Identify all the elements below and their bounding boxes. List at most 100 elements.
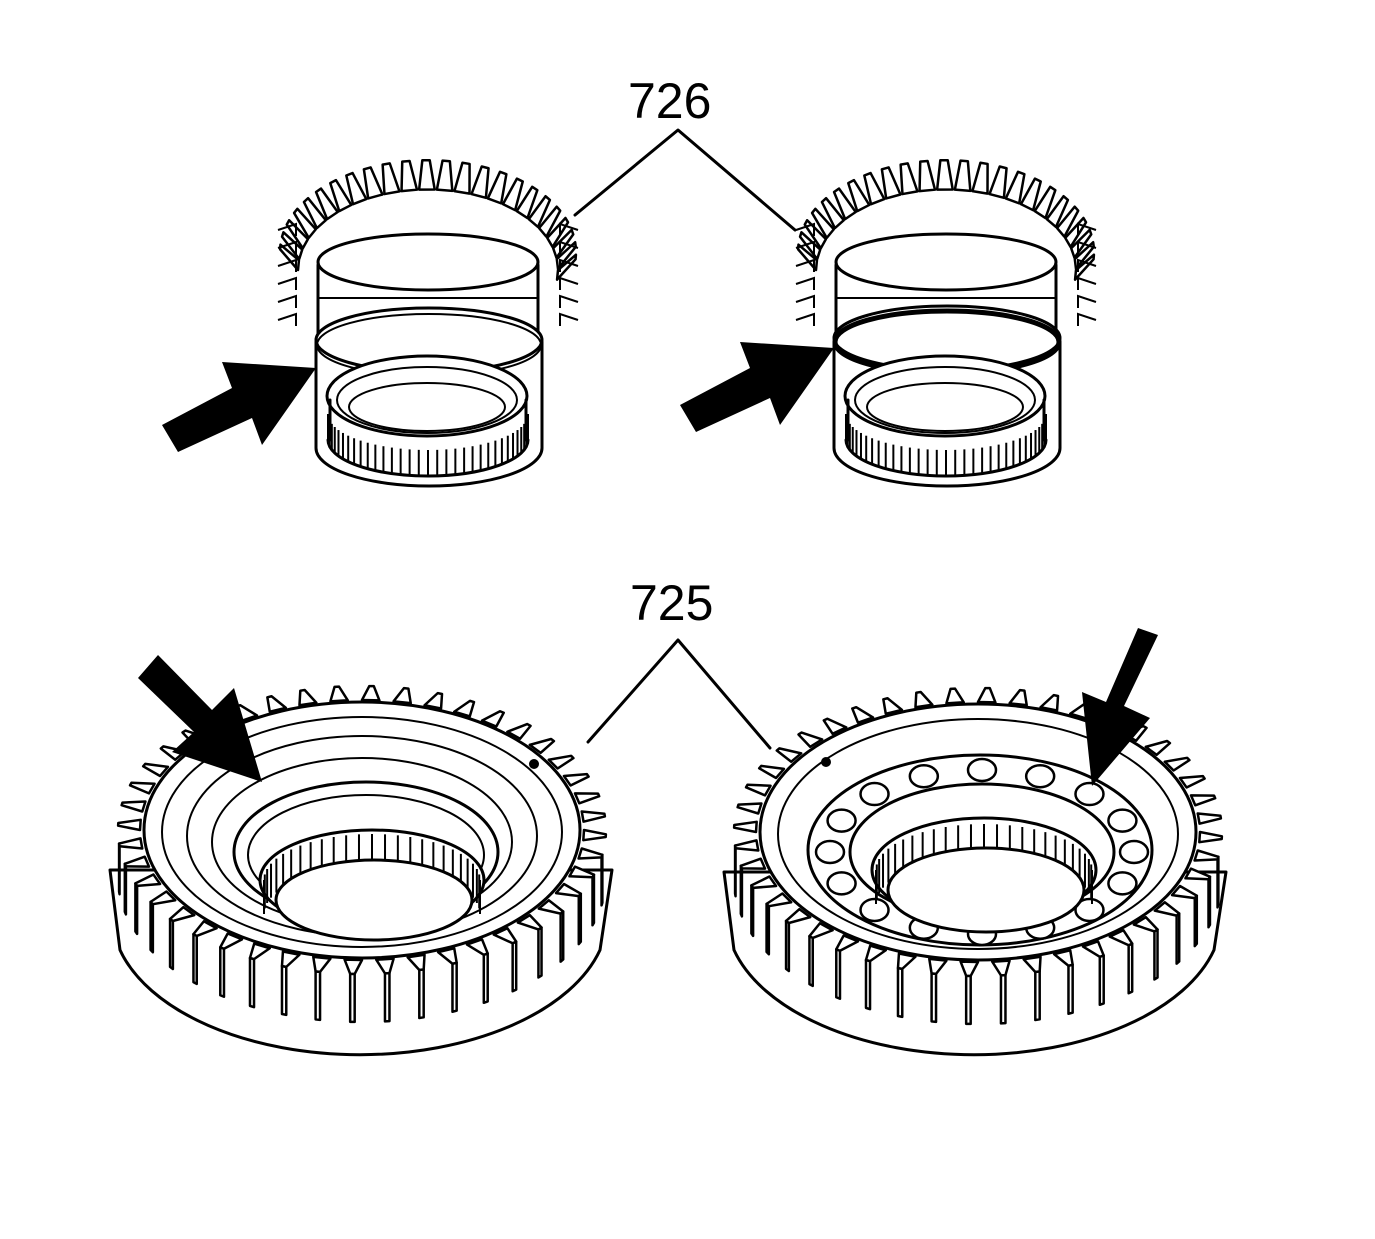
gear-tooth [117,837,144,850]
gear-tooth [1067,963,1074,1015]
gear-tooth [492,926,518,945]
gear-tooth [1198,830,1224,844]
gear-tooth [1081,940,1105,959]
gear-tooth [515,185,539,220]
gear-tooth [168,917,175,971]
gear-tooth [192,932,199,986]
gear-tooth [547,754,575,770]
gear-tooth [795,222,815,236]
gear-tooth [1170,884,1199,900]
gear-tooth [266,695,288,713]
gear-tooth [1073,253,1096,281]
gear-tooth [1045,195,1070,229]
gear-tooth [527,195,552,229]
gear-tooth [1193,849,1220,862]
gear-tooth [1178,774,1206,789]
gear-tooth [808,934,815,988]
bearing-ball [1074,781,1105,807]
gear-tooth [278,243,301,272]
gear-tooth [360,684,381,702]
bearing-ball [1118,839,1150,865]
gear-tooth [864,944,888,963]
bearing-ball [826,808,857,833]
gear-tooth [999,973,1007,1025]
gear-tooth [465,938,489,957]
gear-tooth [277,312,297,326]
bearing-ball [908,763,940,789]
gear-tooth [964,974,972,1026]
gear-tooth [277,294,297,308]
leader-725 [586,638,772,750]
gear-tooth [559,312,579,326]
gear-tooth [418,968,425,1020]
gear-tooth [765,902,771,956]
gear-tooth [375,957,395,975]
gear-tooth [784,907,812,925]
gear-tooth [991,959,1011,977]
gear-tooth [959,960,980,978]
gear-tooth [1207,875,1212,929]
bearing-ball [859,897,890,923]
gear-tooth [480,709,505,728]
gear-tooth [123,862,128,916]
bearing-ball [1107,871,1138,896]
gear-tooth [501,177,524,212]
arrow-icon [1082,628,1158,786]
gear-tooth [1175,912,1181,965]
gear-tooth [1144,739,1172,757]
gear-tooth [343,958,364,976]
gear-tooth [511,940,518,993]
arrow-icon [138,655,262,782]
gear-tooth [302,196,328,230]
gear-tooth [292,207,318,240]
gear-tooth [1039,693,1060,712]
callout-725: 725 [630,575,713,631]
gear-tooth [1216,855,1220,909]
gear-tooth [1098,954,1105,1007]
helical-gear-left [277,158,579,488]
gear-tooth [797,731,824,749]
gear-tooth [1127,942,1134,995]
gear-tooth [733,839,760,852]
bearing-ball [1074,897,1105,923]
leader-726 [573,128,797,232]
gear-tooth [1052,949,1074,967]
gear-tooth [285,219,310,250]
gear-tooth [470,165,490,200]
gear-tooth [451,961,458,1013]
gear-tooth [882,697,904,715]
gear-tooth [851,705,875,724]
gear-tooth [506,722,532,740]
gear-tooth [736,802,763,815]
gear-tooth [116,818,142,832]
gear-tooth [808,922,834,940]
gear-tooth [452,699,476,718]
gear-tooth [863,171,886,206]
gear-tooth [329,178,353,213]
gear-tooth [835,947,842,1001]
gear-tooth [573,792,601,805]
gear-tooth [896,966,904,1019]
gear-tooth [765,892,793,908]
gear-tooth [847,178,871,213]
gear-tooth [1034,970,1041,1022]
gear-tooth [423,691,444,710]
gear-tooth [314,187,339,221]
gear-tooth [277,240,297,254]
gear-tooth [120,800,147,813]
gear-tooth [930,972,938,1024]
gear-tooth [486,170,508,205]
gear-tooth [935,158,954,191]
gear-tooth [406,953,426,972]
gear-tooth [795,294,815,308]
gear-tooth [559,258,579,272]
bearing-ball [826,871,857,896]
spur-gear-left [108,684,614,1057]
gear-tooth [482,952,489,1005]
gear-tooth [248,942,272,961]
gear-tooth [277,276,297,290]
gear-tooth [1077,258,1097,272]
gear-tooth [435,159,454,193]
gear-tooth [796,243,819,272]
